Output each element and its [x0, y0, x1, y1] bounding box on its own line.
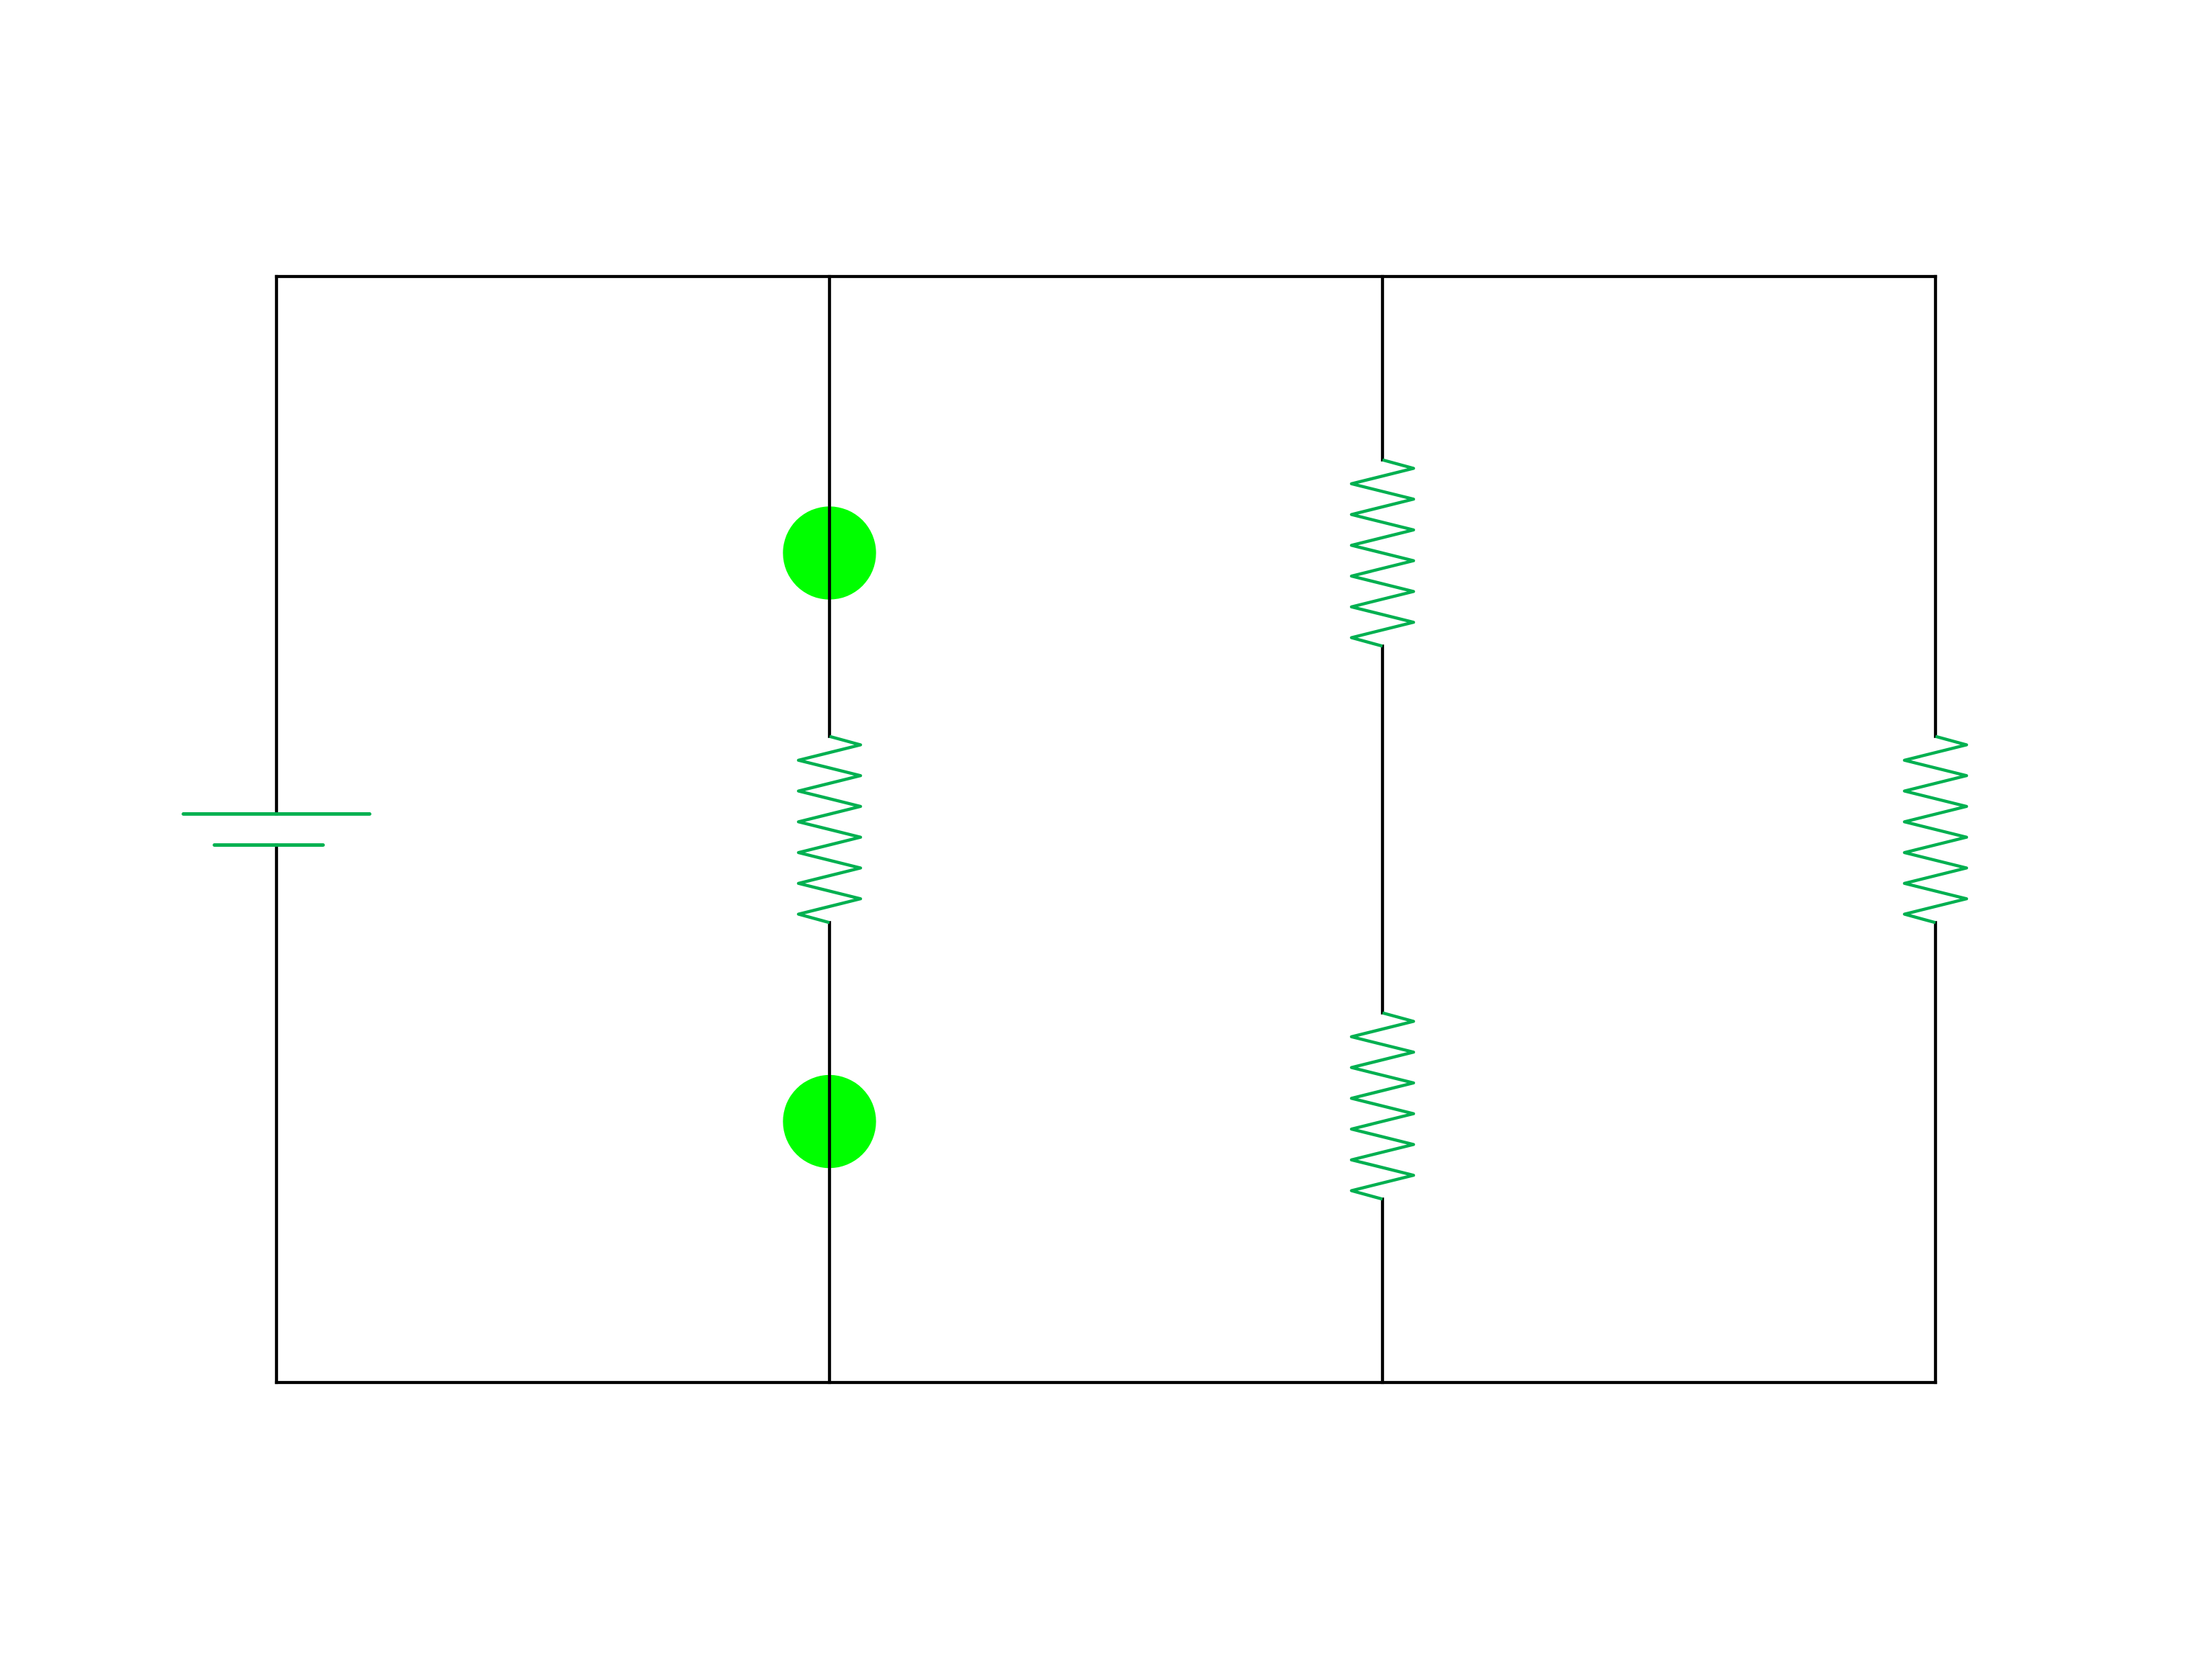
resistor-branch-2-top: [1349, 458, 1416, 648]
resistor-branch-3: [1902, 734, 1969, 925]
battery-symbol: [181, 812, 372, 847]
resistor-branch-1: [796, 734, 863, 925]
components: [181, 458, 1969, 1201]
resistor-branch-2-bottom: [1349, 1011, 1416, 1201]
node-markers: [783, 506, 876, 1169]
wires: [274, 274, 1938, 1385]
